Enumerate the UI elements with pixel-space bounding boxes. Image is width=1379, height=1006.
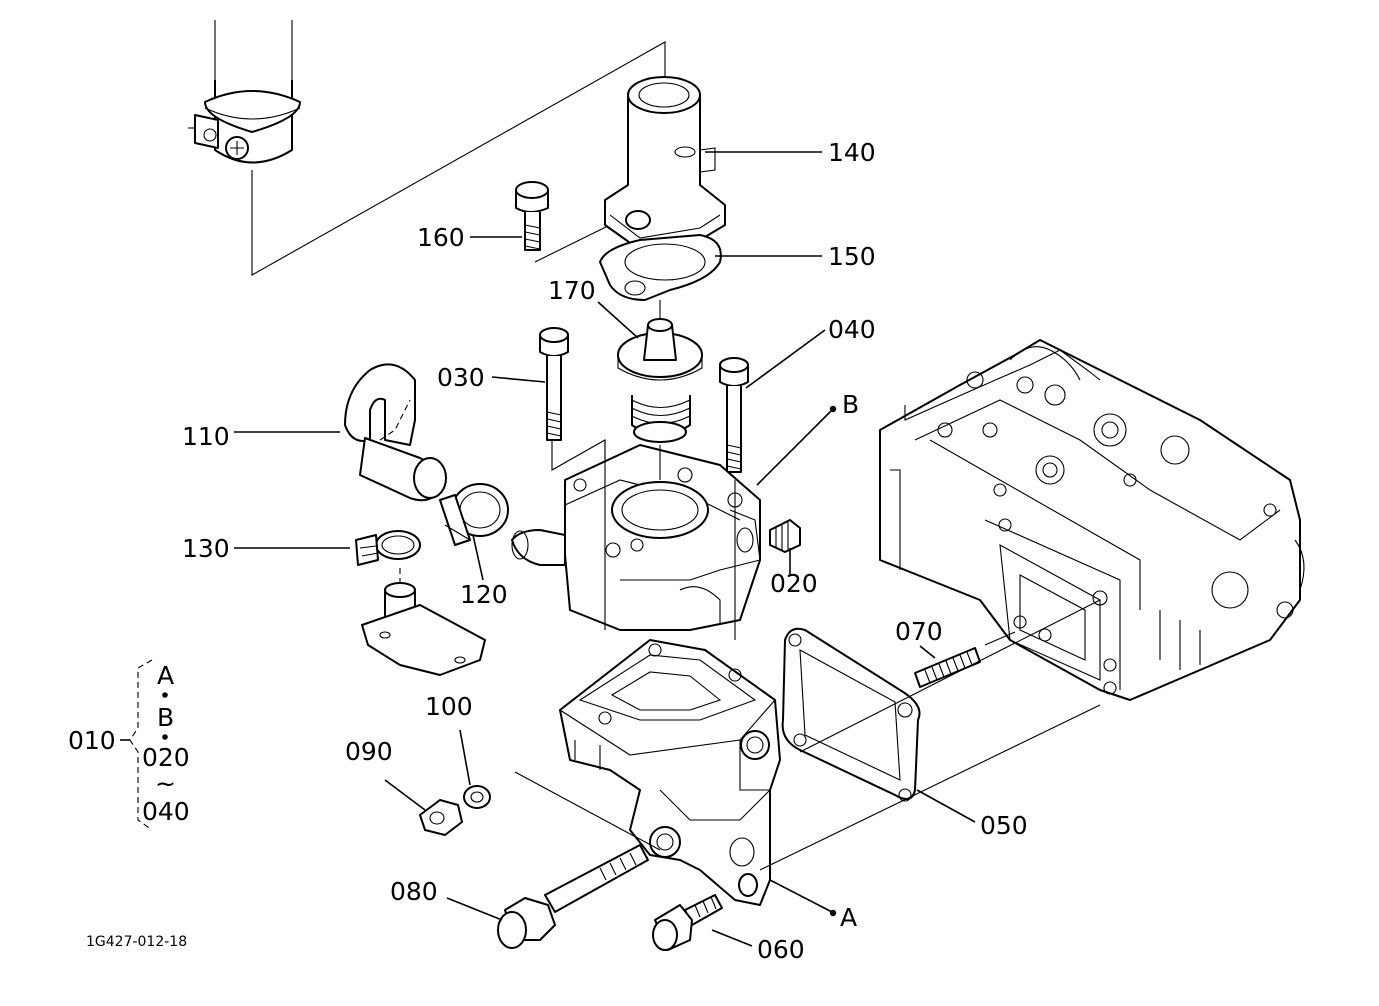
ref-b-label: B	[842, 390, 859, 419]
assembly-dot-1	[162, 692, 168, 698]
gasket-axis-line-2	[799, 599, 1101, 753]
callout-080: 080	[390, 877, 438, 906]
assembly-dot-2	[162, 734, 168, 740]
bolt-160-leader	[534, 219, 621, 263]
assembly-line-3: 020	[142, 743, 190, 772]
bolt-040	[719, 357, 749, 473]
bolt-160	[515, 181, 549, 251]
bolt-060	[652, 894, 723, 951]
callout-120: 120	[460, 580, 508, 609]
assembly-legend: 010 A B 020 ~ 040	[68, 659, 190, 831]
callout-050: 050	[980, 811, 1028, 840]
callout-140: 140	[828, 138, 876, 167]
gasket-axis-line	[759, 704, 1101, 871]
stud-bolt-070	[914, 647, 981, 688]
cylinder-head	[879, 339, 1305, 701]
ref-a-dot	[829, 909, 837, 917]
gasket-050	[781, 627, 921, 802]
hose-clamp-130	[355, 530, 421, 566]
washer-axis-line	[514, 771, 661, 851]
callout-110: 110	[182, 422, 230, 451]
gasket-150	[599, 234, 722, 301]
ref-a-label: A	[840, 903, 857, 932]
callout-130: 130	[182, 534, 230, 563]
assembly-line-4: ~	[155, 769, 176, 798]
bypass-hose-110	[344, 363, 447, 502]
hose-with-clamp	[188, 20, 301, 164]
callout-100: 100	[425, 692, 473, 721]
callout-070: 070	[895, 617, 943, 646]
callout-060: 060	[757, 935, 805, 964]
callout-040: 040	[828, 315, 876, 344]
assembly-line-2: B	[157, 703, 174, 732]
thermostat-housing	[511, 439, 761, 631]
callout-020: 020	[770, 569, 818, 598]
callout-170: 170	[548, 276, 596, 305]
assembly-line-5: 040	[142, 797, 190, 826]
bolt-030	[539, 327, 569, 441]
nut-090	[419, 799, 463, 836]
assembly-label: 010	[68, 726, 116, 755]
water-outlet-140	[604, 76, 726, 251]
stud-axis-line	[984, 631, 1016, 646]
ref-b-dot	[829, 405, 837, 413]
callout-160: 160	[417, 223, 465, 252]
hose-clamp-120	[439, 483, 509, 546]
leader-lines	[234, 151, 976, 947]
pipe-flange	[361, 568, 486, 676]
callout-090: 090	[345, 737, 393, 766]
callout-030: 030	[437, 363, 485, 392]
plug-020	[769, 519, 801, 553]
assembly-line-1: A	[157, 661, 174, 690]
hose-leader-frame	[251, 41, 666, 276]
thermostat-170	[617, 318, 703, 443]
callout-150: 150	[828, 242, 876, 271]
water-flange-body	[559, 639, 781, 906]
washer-100	[463, 785, 491, 809]
drawing-code: 1G427-012-18	[86, 934, 187, 950]
bolt-080	[497, 844, 649, 949]
